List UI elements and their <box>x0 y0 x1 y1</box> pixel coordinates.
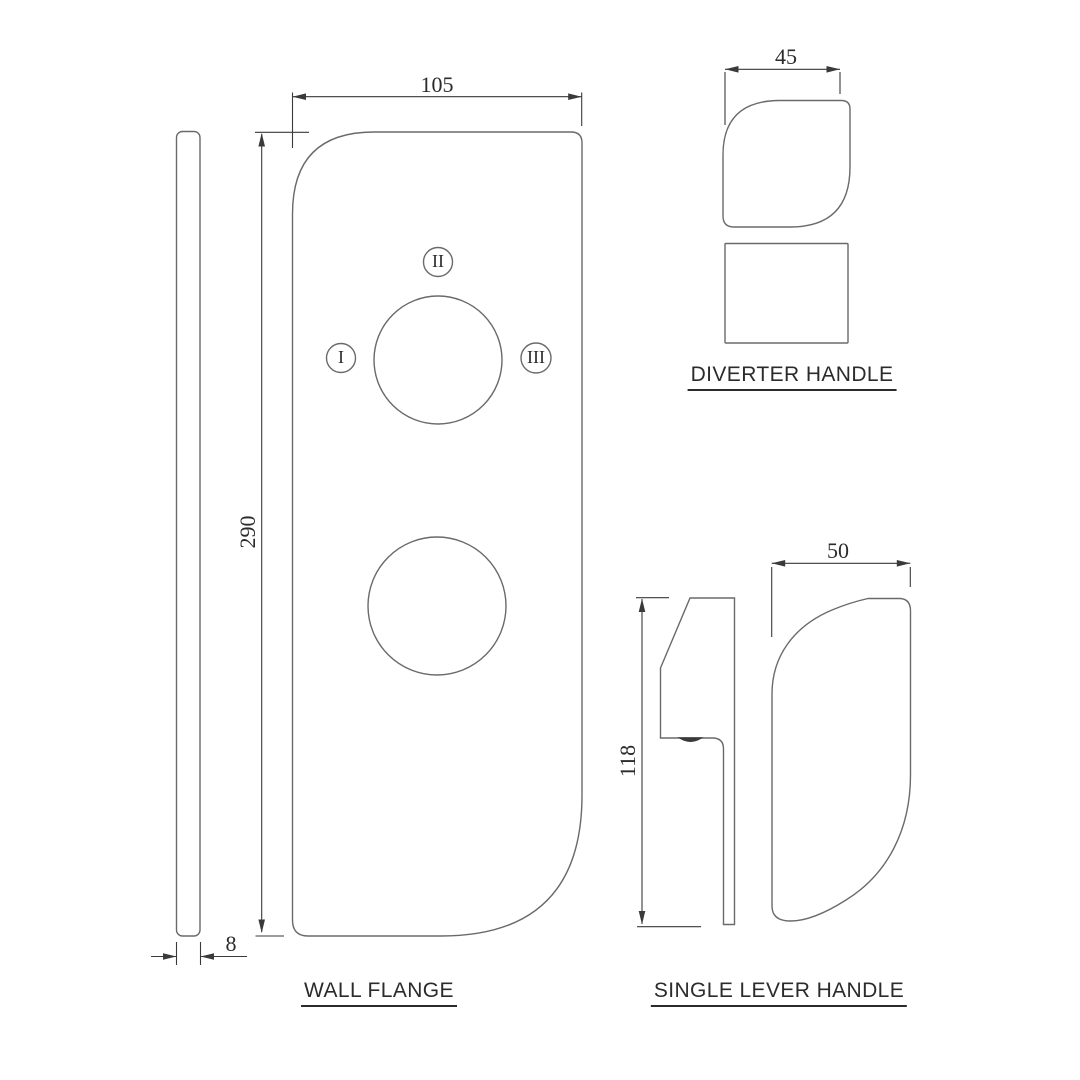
lever-handle-side-outline <box>659 597 736 926</box>
wall-flange-outline <box>291 131 583 937</box>
dim-290-text: 290 <box>235 515 260 549</box>
port-marker-3-circle <box>520 342 552 374</box>
dim-8-text: 8 <box>225 931 237 956</box>
lever-handle-front-view <box>771 597 912 922</box>
wall-flange-label: WALL FLANGE <box>301 979 457 1007</box>
single-lever-handle-label: SINGLE LEVER HANDLE <box>650 979 908 1007</box>
dim-45-text: 45 <box>775 44 797 69</box>
lower-valve-hole <box>367 536 507 676</box>
upper-valve-hole <box>373 295 503 425</box>
dim-8 <box>151 942 247 965</box>
diverter-handle-top-outline <box>722 99 851 228</box>
wall-flange-front-view <box>291 131 583 937</box>
lever-handle-side-view <box>659 597 736 926</box>
dim-50-text: 50 <box>827 538 849 563</box>
dim-290 <box>255 131 309 937</box>
diverter-handle-side-outline <box>724 242 849 344</box>
dim-50 <box>771 560 911 637</box>
lever-handle-joint-detail <box>677 737 704 742</box>
diverter-handle-views <box>722 99 851 344</box>
diverter-handle-label: DIVERTER HANDLE <box>687 363 897 391</box>
wall-flange-side-view <box>175 130 201 937</box>
lever-handle-front-outline <box>771 597 912 922</box>
port-marker-1-label: I <box>338 347 344 368</box>
port-marker-1-circle <box>325 342 357 374</box>
dim-105-text: 105 <box>420 72 454 97</box>
dim-45 <box>724 66 841 125</box>
port-marker-3-label: III <box>527 347 545 368</box>
port-marker-2-circle <box>422 246 454 278</box>
wall-flange-side-outline <box>175 130 201 937</box>
dim-118 <box>636 597 701 928</box>
dim-118-text: 118 <box>615 744 640 778</box>
port-marker-2-label: II <box>432 251 444 272</box>
dim-105 <box>291 92 583 148</box>
